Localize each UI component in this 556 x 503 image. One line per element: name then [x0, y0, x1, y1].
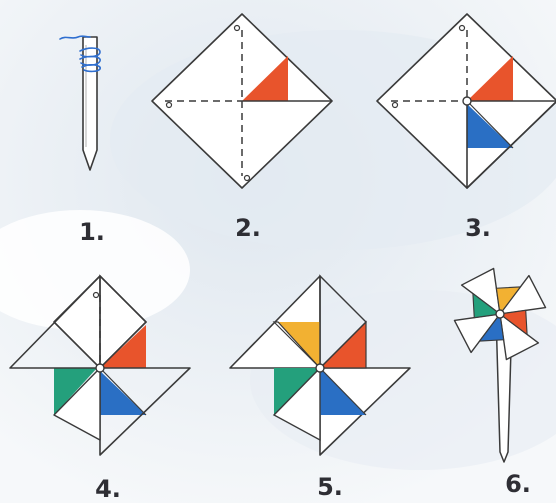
step-3-fold-illustration: [376, 13, 556, 189]
step-5-fold-illustration: [229, 274, 411, 456]
red-triangle: [242, 56, 288, 101]
step-2-square-illustration: [151, 13, 333, 189]
step-6-pinwheel-illustration: [453, 267, 547, 463]
cut-lines: [165, 30, 243, 176]
pinwheel-icon: [453, 267, 547, 361]
red-triangle: [467, 56, 513, 101]
step-4-fold-illustration: [9, 274, 191, 456]
step-2-label: 2.: [235, 214, 261, 242]
step-1-stick-illustration: [59, 35, 101, 171]
step-6-label: 6.: [505, 470, 531, 498]
step-1-label: 1.: [79, 218, 105, 246]
step-3-label: 3.: [465, 214, 491, 242]
thread-icon: [59, 35, 101, 73]
step-4-label: 4.: [95, 475, 121, 503]
step-5-label: 5.: [317, 473, 343, 501]
pin-holes: [165, 24, 251, 182]
